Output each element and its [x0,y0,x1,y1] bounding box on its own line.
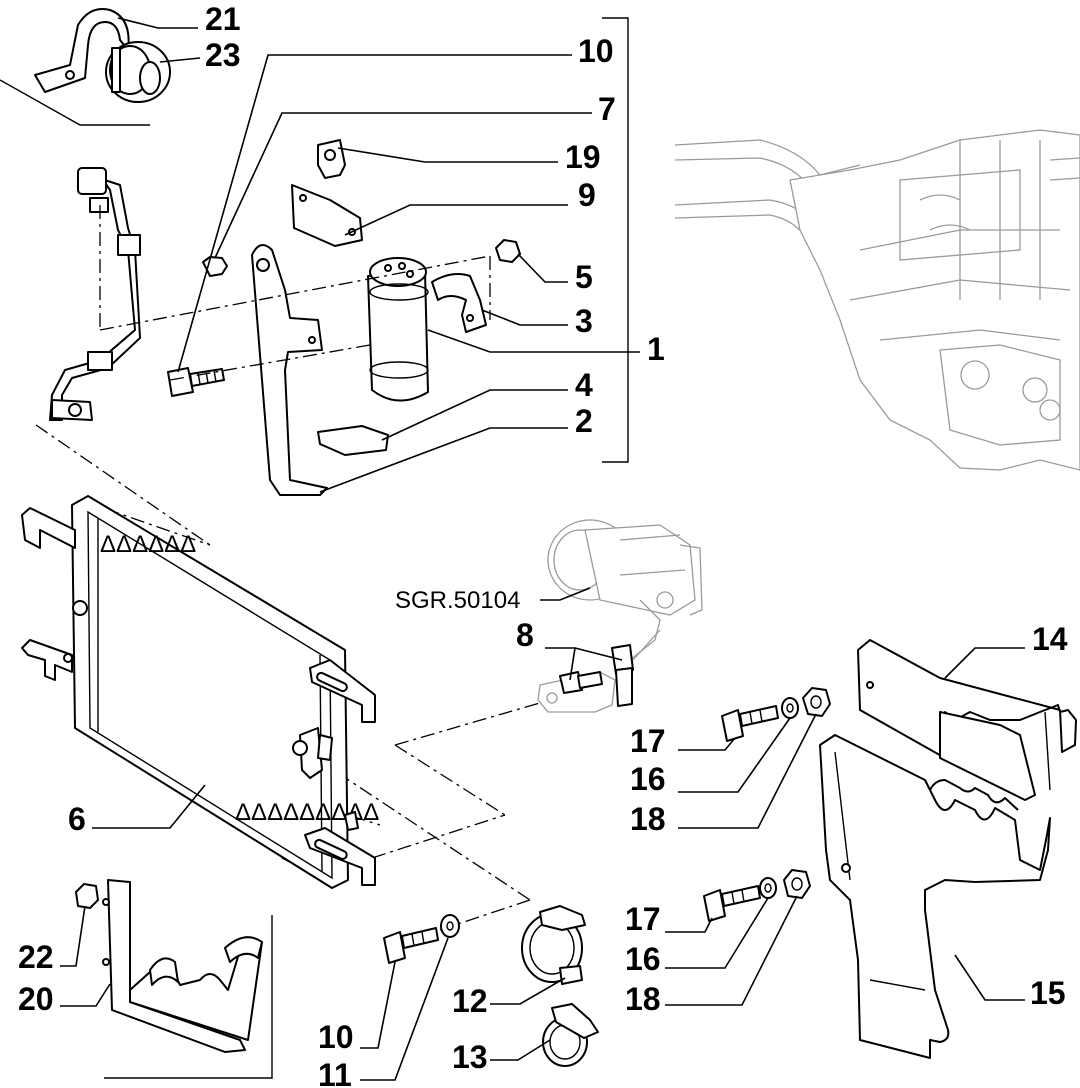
callout-5: 5 [575,259,593,295]
callout-4: 4 [575,367,593,403]
callout-23: 23 [205,37,241,73]
fastener-set-lower [703,869,811,922]
leader-lines [60,17,1025,1081]
receiver-drier-assembly [167,139,521,496]
callout-1: 1 [647,331,665,367]
callout-16-upper: 16 [630,761,666,797]
callout-14: 14 [1032,621,1068,657]
callout-22: 22 [18,939,54,975]
fastener-set-upper [721,687,831,742]
callout-7: 7 [598,91,616,127]
group-bracket [602,17,629,463]
callout-2: 2 [575,403,593,439]
reference-code: SGR.50104 [395,587,520,614]
callout-12: 12 [452,983,488,1019]
callout-15: 15 [1030,975,1066,1011]
condenser: ΔΔΔΔΔΔ ΔΔΔΔΔΔΔΔΔ [21,495,379,889]
bush-23 [105,41,171,103]
detail-box-bottom-left [75,879,273,1079]
callout-21: 21 [205,1,241,37]
callout-13: 13 [452,1039,488,1075]
fastener-set-bottom [383,914,460,964]
callout-11: 11 [318,1057,352,1088]
shield-15 [819,734,1051,1059]
svg-text:ΔΔΔΔΔΔ: ΔΔΔΔΔΔ [100,531,196,558]
callout-16-lower: 16 [625,941,661,977]
callout-18-lower: 18 [625,981,661,1017]
callout-10-bottom: 10 [318,1019,354,1055]
hose-clamp-13 [542,1003,599,1067]
hose-clamp-12 [521,905,586,985]
callout-3: 3 [575,303,593,339]
callout-10-top: 10 [578,33,614,69]
callout-19: 19 [565,139,601,175]
shield-14 [857,639,1077,801]
fitting-8 [559,629,661,707]
callout-labels: 21 23 10 7 19 9 5 3 1 4 2 SGR.50104 8 14… [18,1,1068,1088]
callout-20: 20 [18,981,54,1017]
callout-17-lower: 17 [625,901,661,937]
detail-box-top-left [0,8,171,126]
ac-pipe-left [49,167,141,421]
callout-17-upper: 17 [630,723,666,759]
callout-18-upper: 18 [630,801,666,837]
callout-8: 8 [516,617,534,653]
engine-outline [674,129,1080,471]
callout-6: 6 [68,801,86,837]
callout-9: 9 [578,177,596,213]
compressor-outline [537,519,703,713]
